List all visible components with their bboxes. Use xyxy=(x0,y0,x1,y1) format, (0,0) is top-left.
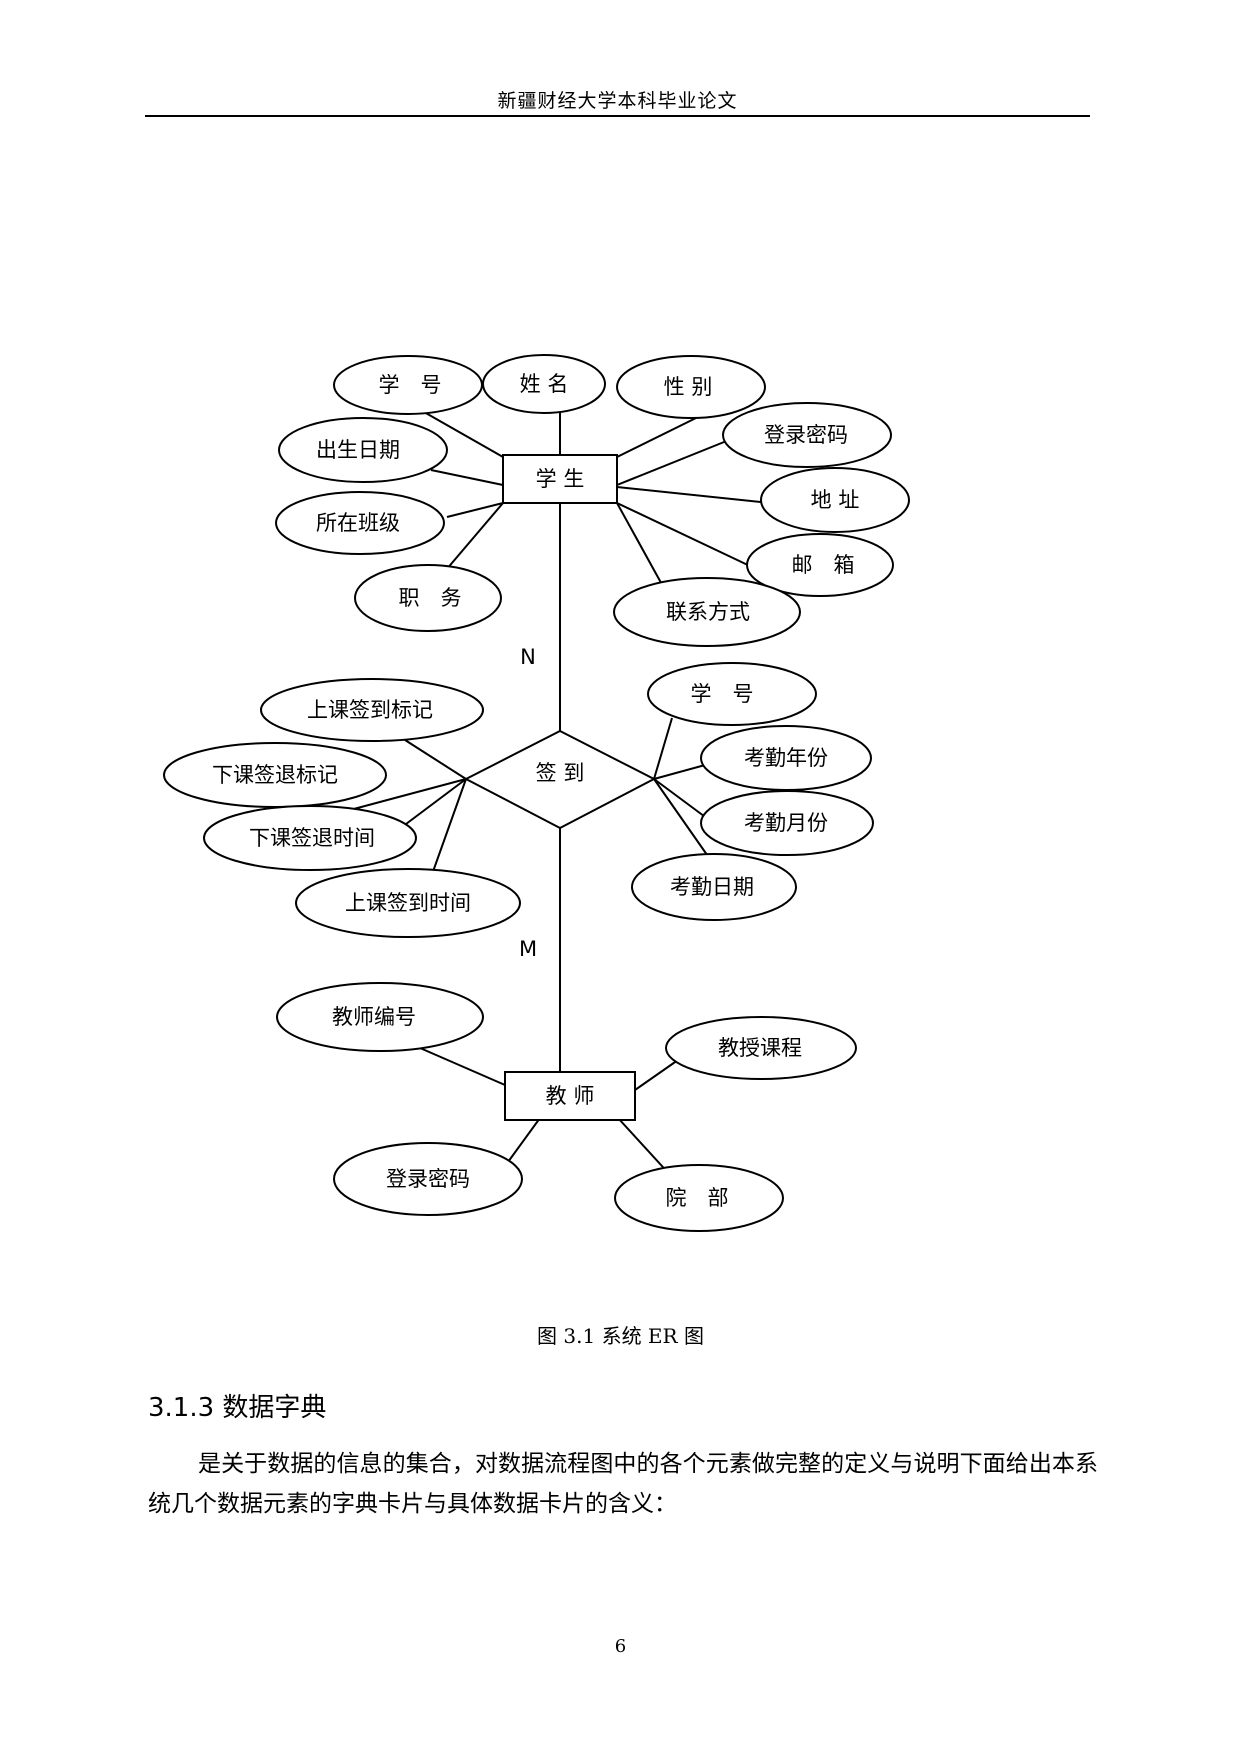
figure-caption: 图 3.1 系统 ER 图 xyxy=(537,1324,704,1348)
attr-date xyxy=(631,853,797,921)
attr-class-label: 所在班级 xyxy=(316,511,400,535)
connector-signout-flag xyxy=(349,778,467,811)
attr-month xyxy=(700,790,874,856)
attr-student-id-label: 学 号 xyxy=(379,373,442,397)
er-diagram: 学 生 教 师 签 到 N M 学 号 姓 名 性 别 出生日期 所在班级 职 … xyxy=(163,354,910,1232)
attr-date-label: 考勤日期 xyxy=(670,875,754,899)
attr-teacher-id-label: 教师编号 xyxy=(332,1005,416,1029)
attr-course-label: 教授课程 xyxy=(718,1036,802,1060)
attr-signin-student-id-label: 学 号 xyxy=(691,682,754,706)
connector-class xyxy=(446,502,504,518)
attr-password-label: 登录密码 xyxy=(764,423,848,447)
attr-year xyxy=(700,725,872,791)
entity-teacher xyxy=(504,1071,636,1121)
connector-date xyxy=(653,778,713,863)
attr-email-label: 邮 箱 xyxy=(792,553,855,577)
connector-course xyxy=(634,1059,679,1091)
attr-address xyxy=(760,467,910,533)
connector-signin-student-id xyxy=(653,717,673,780)
body-paragraph: 是关于数据的信息的集合，对数据流程图中的各个元素做完整的定义与说明下面给出本系统… xyxy=(148,1451,1098,1517)
connector-teacher-id xyxy=(419,1047,506,1086)
entity-student-label: 学 生 xyxy=(536,467,585,491)
connector-signin-time xyxy=(429,778,467,881)
attr-birth-date-label: 出生日期 xyxy=(316,438,400,462)
header-rule xyxy=(145,115,1090,117)
attr-gender xyxy=(616,355,766,419)
attr-month-label: 考勤月份 xyxy=(744,811,828,835)
page-number: 6 xyxy=(614,1636,627,1657)
connector-signout-time xyxy=(397,778,467,831)
attr-signout-time-label: 下课签退时间 xyxy=(249,826,375,850)
connector-student-id xyxy=(423,411,504,458)
connector-password xyxy=(616,437,735,486)
relationship-signin xyxy=(463,729,657,830)
attr-student-id xyxy=(333,355,483,415)
attr-signin-time-label: 上课签到时间 xyxy=(345,891,471,915)
page-header: 新疆财经大学本科毕业论文 xyxy=(497,90,738,112)
attr-signin-student-id xyxy=(647,662,817,726)
attr-signout-flag-label: 下课签退标记 xyxy=(212,763,338,787)
attr-signin-time xyxy=(295,868,521,938)
cardinality-m: M xyxy=(519,937,537,961)
attr-contact-label: 联系方式 xyxy=(666,600,750,624)
connector-teacher-password xyxy=(507,1117,541,1163)
attr-address-label: 地 址 xyxy=(811,488,860,512)
attr-signout-time xyxy=(203,805,417,871)
attr-signin-flag xyxy=(260,678,484,742)
connector-signin-flag xyxy=(404,739,467,780)
attr-signin-flag-label: 上课签到标记 xyxy=(307,698,433,722)
connector-email xyxy=(616,502,753,568)
attr-teacher-id xyxy=(276,982,484,1052)
attr-department xyxy=(614,1164,784,1232)
attr-position xyxy=(354,564,502,632)
attr-position-label: 职 务 xyxy=(399,586,462,610)
attr-password xyxy=(722,402,892,468)
connector-address xyxy=(616,486,771,504)
attr-year-label: 考勤年份 xyxy=(744,746,828,770)
section-heading: 3.1.3 数据字典 xyxy=(148,1393,327,1423)
attr-teacher-password-label: 登录密码 xyxy=(386,1167,470,1191)
entity-teacher-label: 教 师 xyxy=(546,1084,595,1108)
attr-gender-label: 性 别 xyxy=(664,375,713,399)
attr-birth-date xyxy=(278,417,448,483)
attr-course xyxy=(665,1016,857,1080)
attr-email xyxy=(746,533,894,597)
attr-name xyxy=(482,354,606,414)
connector-birth xyxy=(430,469,504,486)
connector-contact xyxy=(616,502,666,591)
attr-class xyxy=(275,491,445,555)
entity-student xyxy=(502,454,618,504)
cardinality-n: N xyxy=(520,645,536,669)
relationship-label: 签 到 xyxy=(536,761,585,785)
attr-department-label: 院 部 xyxy=(666,1186,729,1210)
attr-name-label: 姓 名 xyxy=(520,372,569,396)
attr-contact xyxy=(613,577,801,647)
connector-position xyxy=(445,502,504,571)
attr-teacher-password xyxy=(333,1142,523,1216)
connector-gender xyxy=(616,417,697,458)
